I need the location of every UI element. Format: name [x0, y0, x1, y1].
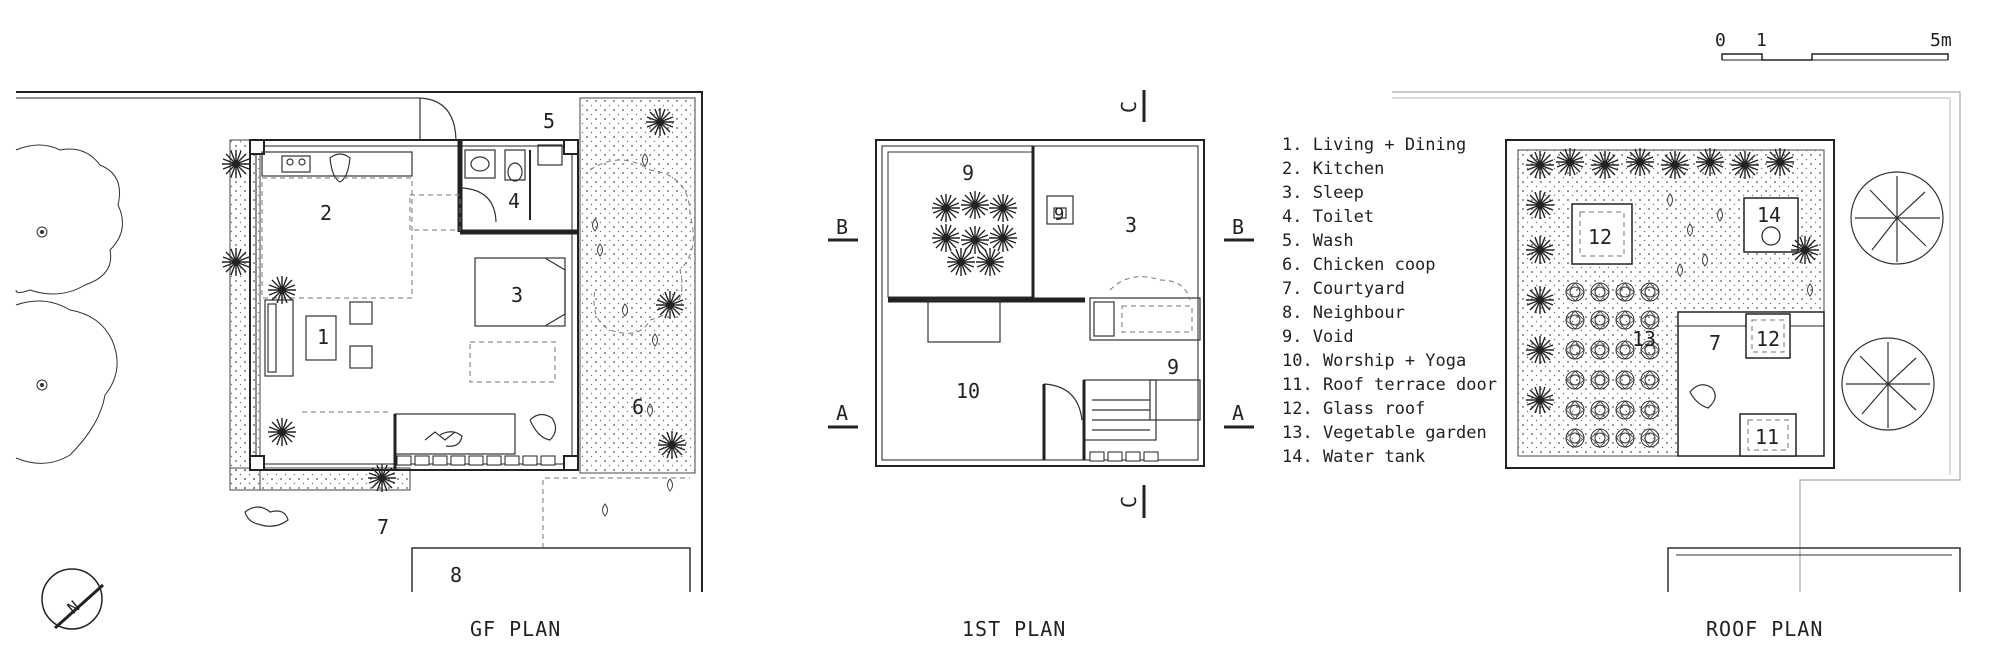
section-mark-a-right: A — [1232, 401, 1244, 425]
animal-icon — [244, 506, 289, 527]
gf-plan — [15, 91, 703, 592]
room-number: 4 — [508, 189, 520, 213]
room-number: 13 — [1632, 327, 1656, 351]
room-number: 3 — [511, 283, 523, 307]
scale-bar: 0 1 5m — [1715, 30, 1952, 61]
tree-icon — [1841, 171, 1944, 431]
room-number: 2 — [320, 201, 332, 225]
legend-item: 2. Kitchen — [1282, 159, 1384, 179]
legend-item: 5. Wash — [1282, 231, 1354, 251]
legend-item: 11. Roof terrace door — [1282, 375, 1497, 395]
room-number: 9 — [1054, 205, 1064, 225]
legend-item: 9. Void — [1282, 327, 1354, 347]
legend-item: 7. Courtyard — [1282, 279, 1405, 299]
section-mark-a-left: A — [836, 401, 848, 425]
scale-label: 5m — [1930, 30, 1952, 51]
legend-item: 12. Glass roof — [1282, 399, 1425, 419]
section-mark-b-left: B — [836, 215, 848, 239]
room-number: 1 — [317, 325, 329, 349]
roof-plan-title: ROOF PLAN — [1706, 617, 1823, 641]
room-number: 9 — [962, 161, 974, 185]
north-arrow-icon: N — [41, 568, 105, 630]
section-mark-c-bottom: C — [1117, 496, 1141, 508]
room-number: 3 — [1125, 213, 1137, 237]
legend-item: 6. Chicken coop — [1282, 255, 1436, 275]
room-number: 6 — [632, 395, 644, 419]
legend-item: 1. Living + Dining — [1282, 135, 1466, 155]
first-plan — [828, 90, 1254, 518]
legend-item: 13. Vegetable garden — [1282, 423, 1487, 443]
room-number: 12 — [1756, 327, 1780, 351]
scale-label: 0 — [1715, 30, 1726, 51]
room-number: 7 — [377, 515, 389, 539]
room-number: 7 — [1709, 331, 1721, 355]
plant-icon — [221, 247, 251, 277]
legend-item: 8. Neighbour — [1282, 303, 1405, 323]
legend-item: 3. Sleep — [1282, 183, 1364, 203]
gf-plan-title: GF PLAN — [470, 617, 561, 641]
legend: 1. Living + Dining 2. Kitchen 3. Sleep 4… — [1282, 135, 1497, 467]
roof-plan — [1392, 91, 1961, 592]
room-number: 12 — [1588, 225, 1612, 249]
section-mark-c-top: C — [1117, 101, 1141, 113]
legend-item: 14. Water tank — [1282, 447, 1425, 467]
tree-icon — [15, 144, 123, 464]
room-number: 8 — [450, 563, 462, 587]
legend-item: 10. Worship + Yoga — [1282, 351, 1466, 371]
room-number: 10 — [956, 379, 980, 403]
legend-item: 4. Toilet — [1282, 207, 1374, 227]
room-number: 5 — [543, 109, 555, 133]
scale-label: 1 — [1756, 30, 1767, 51]
room-number: 9 — [1167, 355, 1179, 379]
first-plan-title: 1ST PLAN — [962, 617, 1066, 641]
plant-icon — [221, 149, 251, 179]
section-mark-b-right: B — [1232, 215, 1244, 239]
room-number: 11 — [1755, 425, 1779, 449]
room-number: 14 — [1757, 203, 1781, 227]
